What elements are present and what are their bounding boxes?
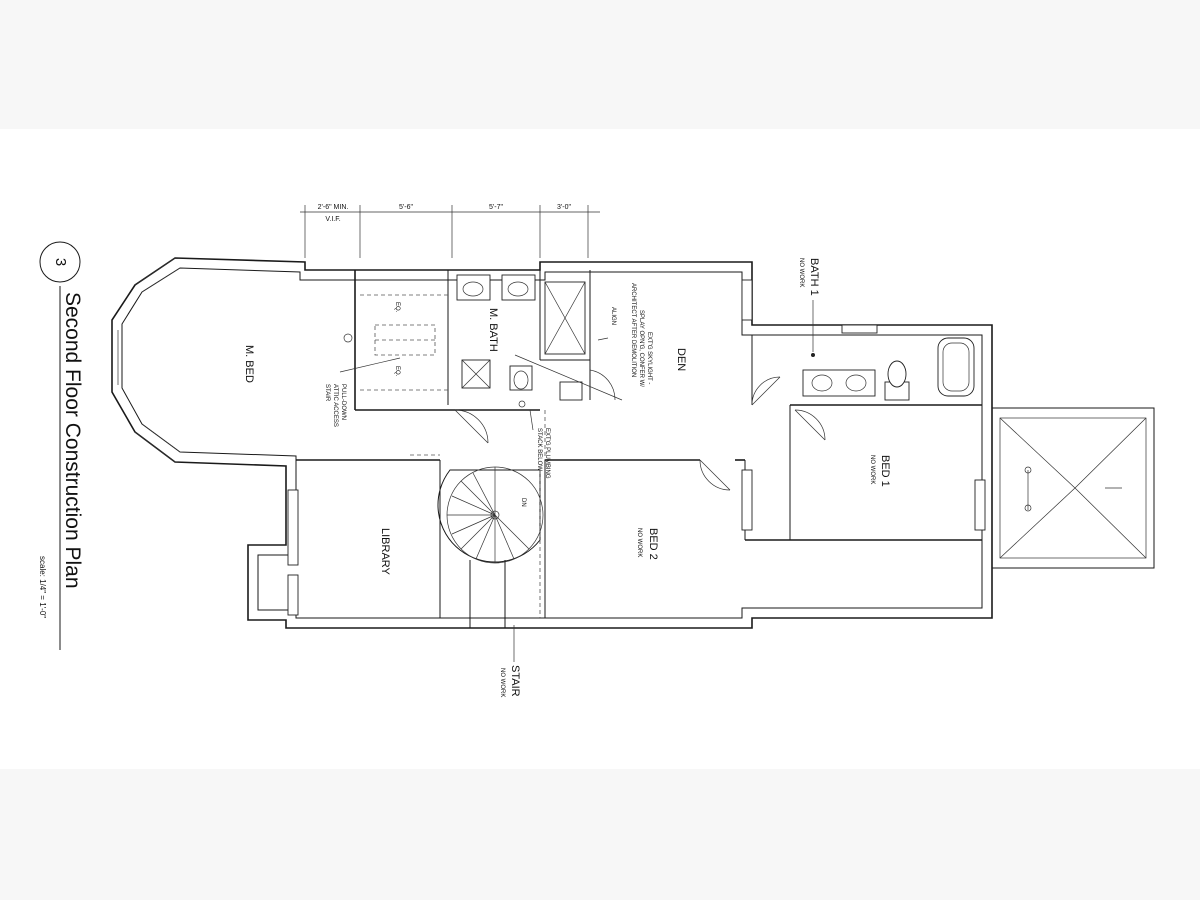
dim-stair-width: 2'-6" MIN. — [318, 204, 349, 211]
dim-stair-note: V.I.F. — [325, 216, 340, 223]
dim-shower-width: 3'-0" — [557, 204, 571, 211]
dim-bath-width: 5'-7" — [489, 204, 503, 211]
note-eq-bottom: EQ. — [394, 366, 400, 377]
drawing-sheet: 3 Second Floor Construction Plan scale: … — [0, 129, 1200, 769]
bath1-fixtures — [802, 337, 975, 401]
note-skylight-2: SPLAY OPN'G, CONFER W/ — [638, 310, 644, 387]
note-attic-3: STAIR — [324, 384, 330, 402]
attic-access-stair — [343, 294, 448, 391]
master-bath-fixtures — [456, 274, 586, 408]
note-attic-1: PULL-DOWN — [340, 384, 346, 420]
note-plumbing-2: STACK BELOW — [536, 428, 542, 471]
room-den: DEN — [675, 348, 687, 371]
plan-notes: EQ. EQ. PULL-DOWN ATTIC ACCESS STAIR EXT… — [324, 283, 652, 507]
room-library: LIBRARY — [379, 528, 391, 576]
drawing-number-circle — [39, 241, 81, 283]
room-bed2-no-work: NO WORK — [636, 528, 642, 557]
room-master-bed: M. BED — [243, 345, 255, 383]
roof-below — [991, 407, 1155, 569]
room-bath1: BATH 1 — [808, 258, 820, 296]
room-labels: M. BED M. BATH DEN LIBRARY BED 2 NO WORK… — [243, 258, 891, 697]
note-skylight-1: EXT'G SKYLIGHT - — [646, 332, 652, 384]
note-eq-top: EQ. — [394, 302, 400, 313]
dimension-string: 2'-6" MIN. V.I.F. 5'-6" 5'-7" 3'-0" — [300, 204, 600, 258]
floor-plan-drawing: 3 Second Floor Construction Plan scale: … — [38, 204, 1155, 697]
door-swings — [454, 369, 826, 491]
room-bath1-no-work: NO WORK — [798, 258, 804, 287]
drawing-scale: scale: 1/4" = 1'-0" — [38, 556, 47, 618]
note-attic-2: ATTIC ACCESS — [332, 384, 338, 427]
leader-lines — [339, 300, 815, 662]
note-align: ALIGN — [610, 307, 616, 325]
room-stair-no-work: NO WORK — [499, 668, 505, 697]
room-bed2: BED 2 — [647, 528, 659, 560]
note-stair-down: DN — [520, 498, 526, 507]
dim-closet-width: 5'-6" — [399, 204, 413, 211]
note-plumbing-1: EXT'G PLUMBING — [544, 428, 550, 479]
room-bed1: BED 1 — [879, 455, 891, 487]
drawing-title: Second Floor Construction Plan — [61, 292, 84, 589]
note-skylight-3: ARCHITECT AFTER DEMOLITION — [630, 283, 636, 377]
spiral-stair — [437, 466, 544, 564]
drawing-number: 3 — [52, 258, 69, 266]
windows — [287, 279, 986, 616]
room-master-bath: M. BATH — [487, 308, 499, 352]
room-stair: STAIR — [509, 665, 521, 697]
room-bed1-no-work: NO WORK — [869, 455, 875, 484]
exterior-walls — [111, 257, 993, 629]
